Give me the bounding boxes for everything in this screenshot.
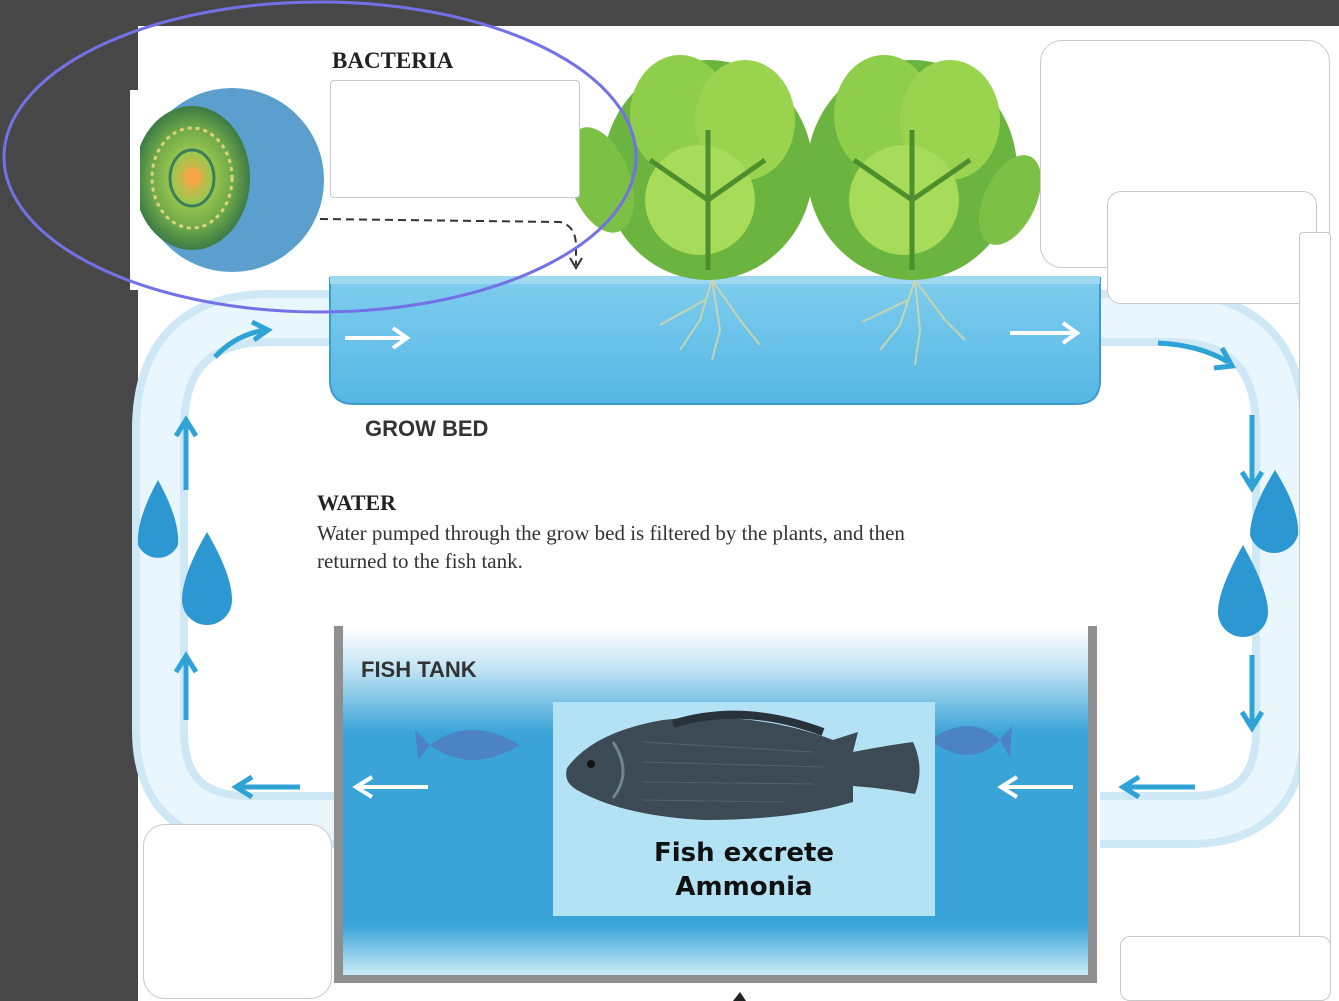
- fish-tank-label: FISH TANK: [361, 657, 477, 683]
- fish-icon: [553, 702, 935, 832]
- water-description-line-1: Water pumped through the grow bed is fil…: [317, 521, 905, 546]
- fish-caption-line-1: Fish excrete: [553, 836, 935, 870]
- answer-box-right-strip[interactable]: [1299, 232, 1331, 954]
- fish-caption-line-2: Ammonia: [553, 870, 935, 904]
- grow-bed-label: GROW BED: [365, 416, 488, 442]
- answer-box-bottom-left[interactable]: [143, 824, 332, 999]
- water-description-line-2: returned to the fish tank.: [317, 549, 523, 574]
- answer-box-right-middle[interactable]: [1107, 191, 1317, 304]
- fish-excrete-card: Fish excrete Ammonia: [553, 702, 935, 916]
- bacteria-title: BACTERIA: [332, 48, 453, 74]
- answer-box-bottom-right[interactable]: [1120, 936, 1331, 1001]
- bacteria-text-box[interactable]: [330, 80, 580, 198]
- water-title: WATER: [317, 490, 396, 516]
